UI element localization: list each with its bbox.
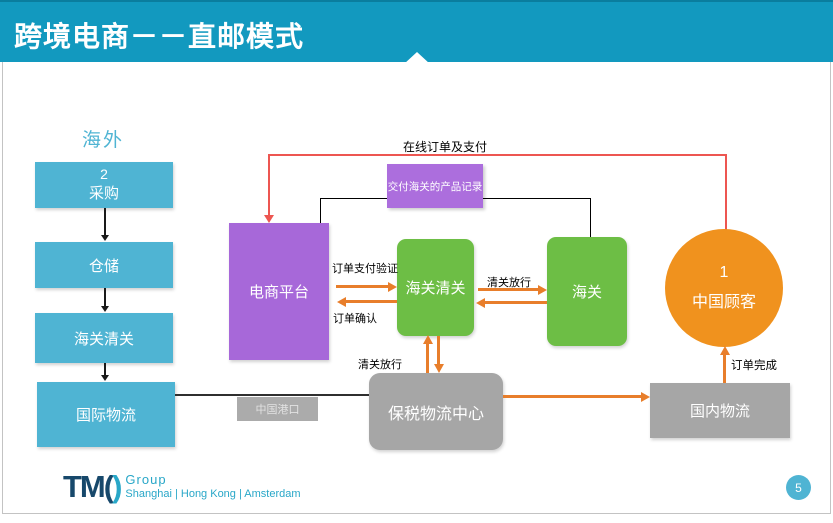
node-ecommerce-platform-label: 电商平台 [248, 284, 309, 301]
up-arrow-icon [423, 335, 433, 344]
node-china-customer: 1 中国顾客 [665, 229, 783, 347]
records-line-right [590, 198, 591, 237]
tmo-group-logo: TM() Group Shanghai | Hong Kong | Amster… [63, 471, 301, 503]
edge-label-order-confirmation: 订单确认 [333, 313, 377, 325]
logo-bracket-left: ( [103, 469, 114, 504]
down-arrow-icon [101, 235, 109, 241]
node-china-customer-label: 中国顾客 [691, 294, 756, 311]
left-arrow-icon [337, 297, 346, 307]
node-domestic-logistics-label: 国内物流 [689, 403, 750, 420]
node-customs: 海关 [547, 237, 627, 346]
arrow-order-complete-line [723, 353, 726, 383]
node-domestic-logistics: 国内物流 [650, 383, 790, 438]
records-line-left [320, 198, 321, 224]
overseas-section-label: 海外 [82, 130, 125, 151]
node-warehousing-label: 仓储 [88, 257, 119, 275]
edge-label-online-order-payment: 在线订单及支付 [403, 140, 488, 154]
arrow-clearance-left-line [484, 301, 547, 304]
up-arrow-icon [720, 346, 730, 355]
logo-locations-text: Shanghai | Hong Kong | Amsterdam [125, 488, 301, 500]
red-order-line-right [725, 154, 727, 230]
header-notch-triangle [404, 52, 430, 64]
edge-label-order-complete: 订单完成 [731, 360, 777, 372]
down-arrow-icon [101, 375, 109, 381]
flow-arrow-line [104, 363, 106, 377]
node-international-logistics: 国际物流 [37, 382, 175, 447]
red-down-arrow-icon [264, 215, 274, 223]
page-title: 跨境电商－－直邮模式 [14, 21, 305, 52]
edge-label-customs-product-records: 交付海关的产品记录 [387, 164, 483, 208]
slide-header: 跨境电商－－直邮模式 [0, 0, 833, 64]
node-ecommerce-platform: 电商平台 [229, 223, 329, 360]
right-arrow-icon [388, 282, 397, 292]
arrow-to-domestic-line [503, 395, 643, 398]
right-arrow-icon [538, 285, 547, 295]
logo-bracket-right: ) [112, 469, 122, 504]
node-customs-clearance: 海关清关 [397, 239, 474, 336]
arrow-payment-verification-line [336, 285, 390, 288]
node-international-logistics-label: 国际物流 [75, 407, 136, 424]
arrow-order-confirmation-line [345, 300, 397, 303]
flow-arrow-line [104, 208, 106, 235]
edge-label-order-payment-verification: 订单支付验证 [332, 263, 398, 275]
logo-tm-text: TM [63, 469, 106, 504]
node-purchase-label: 采购 [88, 185, 119, 202]
arrow-bonded-up-line [426, 343, 429, 373]
node-china-port: 中国港口 [237, 397, 318, 421]
node-purchase: 2 采购 [35, 162, 173, 208]
arrow-bonded-down-line [437, 336, 440, 366]
red-order-line-left [268, 154, 270, 216]
step-badge-2: 2 [100, 166, 108, 182]
page-number: 5 [795, 480, 802, 495]
down-arrow-icon [434, 364, 444, 373]
left-arrow-icon [476, 298, 485, 308]
logo-group-text: Group [125, 472, 167, 487]
node-bonded-logistics-center: 保税物流中心 [369, 373, 503, 450]
right-arrow-icon [641, 392, 650, 402]
red-order-line-horizontal [268, 154, 727, 156]
node-warehousing: 仓储 [35, 242, 173, 288]
node-china-port-label: 中国港口 [255, 404, 300, 416]
edge-label-clearance-release-lower: 清关放行 [358, 359, 402, 371]
node-customs-clearance-overseas-label: 海关清关 [73, 330, 134, 348]
node-bonded-logistics-center-label: 保税物流中心 [387, 405, 484, 423]
logo-text-block: Group Shanghai | Hong Kong | Amsterdam [125, 471, 300, 500]
page-number-badge: 5 [786, 475, 811, 500]
node-customs-clearance-overseas: 海关清关 [35, 313, 173, 363]
node-customs-clearance-label: 海关清关 [405, 280, 466, 297]
flow-arrow-line [104, 288, 106, 307]
edge-label-clearance-release-mid: 清关放行 [487, 277, 531, 289]
down-arrow-icon [101, 306, 109, 312]
node-customs-label: 海关 [571, 284, 602, 301]
tmo-logo-mark: TM() [63, 469, 123, 504]
step-badge-1: 1 [719, 264, 729, 281]
logistics-connector-line [175, 394, 369, 396]
arrow-clearance-right-line [478, 288, 540, 291]
